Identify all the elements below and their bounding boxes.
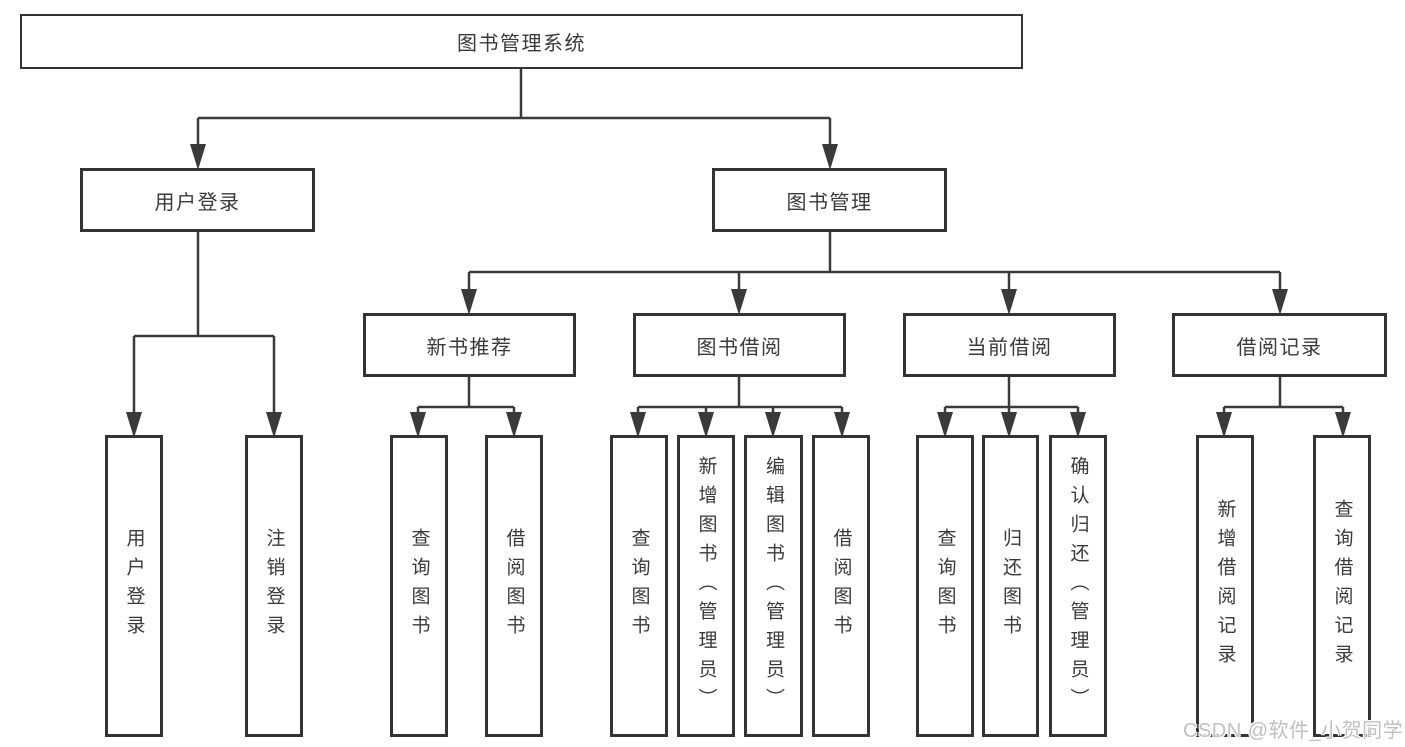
leaf-query-borrow-record: 查询借阅记录 [1313, 435, 1371, 737]
connector-borrow-records-branch [1222, 377, 1345, 430]
node-label: 编辑图书（管理员） [763, 455, 784, 717]
leaf-logout: 注销登录 [245, 435, 303, 737]
node-book-management: 图书管理 [712, 168, 947, 232]
leaf-query-books-2: 查询图书 [610, 435, 668, 737]
node-label: 查询图书 [628, 528, 650, 644]
node-label: 用户登录 [123, 528, 145, 644]
arrow-down-icon [1001, 289, 1017, 315]
node-label: 查询借阅记录 [1331, 499, 1353, 673]
node-label: 借阅图书 [503, 528, 525, 644]
node-label: 图书借阅 [696, 336, 783, 359]
node-label: 新增图书（管理员） [695, 455, 717, 717]
leaf-return-books: 归还图书 [982, 435, 1039, 737]
node-label: 借阅记录 [1236, 336, 1323, 359]
leaf-edit-books-admin: 编辑图书（管理员） [744, 435, 803, 737]
leaf-user-login: 用户登录 [105, 435, 163, 737]
connector-book-borrow-branch [636, 377, 844, 430]
node-label: 借阅图书 [830, 528, 852, 644]
connector-new-book-branch [416, 377, 516, 430]
connector-book-management-branch [467, 232, 1282, 305]
node-label: 新书推荐 [426, 336, 513, 359]
node-label: 查询图书 [408, 528, 430, 644]
node-book-borrowing: 图书借阅 [633, 313, 846, 377]
leaf-add-borrow-record: 新增借阅记录 [1196, 435, 1254, 737]
leaf-query-books-1: 查询图书 [390, 435, 448, 737]
leaf-borrow-books-2: 借阅图书 [812, 435, 870, 737]
node-label: 图书管理 [786, 191, 873, 214]
connector-current-borrow-branch [943, 377, 1080, 430]
node-borrowing-records: 借阅记录 [1172, 313, 1387, 377]
node-user-login: 用户登录 [80, 168, 315, 232]
arrow-down-icon [190, 144, 206, 170]
node-label: 当前借阅 [966, 336, 1053, 359]
arrow-down-icon [461, 289, 477, 315]
node-label: 新增借阅记录 [1214, 499, 1236, 673]
node-label: 确认归还（管理员） [1067, 455, 1089, 717]
node-label: 注销登录 [263, 528, 285, 644]
leaf-add-books-admin: 新增图书（管理员） [677, 435, 735, 737]
node-current-borrowing: 当前借阅 [903, 313, 1116, 377]
node-label: 用户登录 [154, 191, 241, 214]
leaf-borrow-books-1: 借阅图书 [485, 435, 543, 737]
node-label: 查询图书 [934, 528, 956, 644]
connector-root-branch [196, 69, 832, 160]
node-label: 图书管理系统 [457, 33, 586, 55]
node-label: 归还图书 [1000, 528, 1021, 644]
connector-user-login-branch [132, 232, 276, 428]
node-book-management-system: 图书管理系统 [20, 14, 1023, 69]
arrow-down-icon [822, 144, 838, 170]
csdn-watermark: CSDN @软件_小贺同学 [1183, 720, 1404, 742]
arrow-down-icon [731, 289, 747, 315]
leaf-confirm-return-admin: 确认归还（管理员） [1049, 435, 1107, 737]
node-new-book-recommend: 新书推荐 [363, 313, 576, 377]
leaf-query-books-3: 查询图书 [916, 435, 974, 737]
arrow-down-icon [1272, 289, 1288, 315]
